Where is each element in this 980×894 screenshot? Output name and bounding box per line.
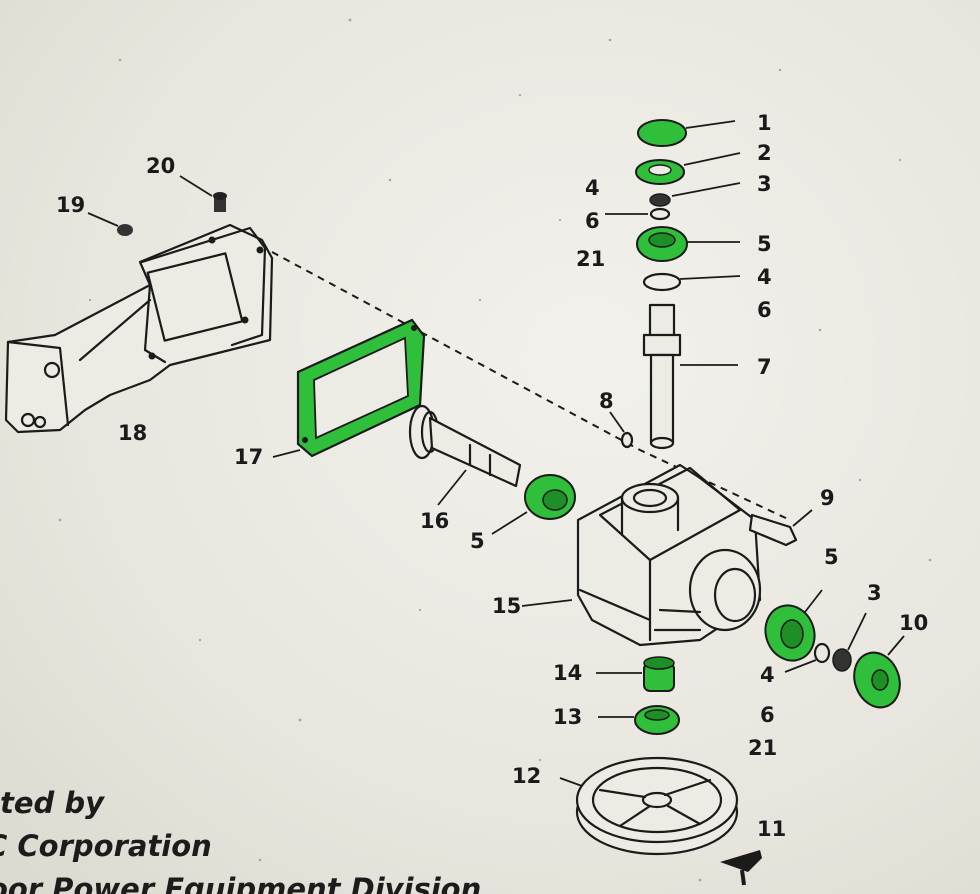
part-14-bushing — [596, 656, 675, 692]
label-10: 10 — [899, 611, 928, 635]
label-6: 6 — [585, 209, 600, 233]
label-16: 16 — [420, 509, 449, 533]
part-3-ring-top — [649, 182, 741, 207]
part-6-washer-top — [605, 207, 671, 221]
label-11: 11 — [757, 817, 786, 841]
part-17-gasket — [272, 318, 426, 458]
part-4-washer-top — [642, 272, 741, 292]
part-7-vertical-shaft — [642, 303, 738, 450]
part-18-housing-arm — [4, 223, 274, 434]
label-21c: 21 — [748, 736, 777, 760]
label-7: 7 — [757, 355, 772, 379]
label-1: 1 — [757, 111, 772, 135]
part-13-collar — [598, 705, 680, 735]
part-19-screw — [87, 212, 133, 236]
part-11-key — [720, 850, 762, 886]
label-17: 17 — [234, 445, 263, 469]
part-2-seal — [635, 152, 741, 185]
label-5c: 5 — [824, 545, 839, 569]
label-2: 2 — [757, 141, 772, 165]
credit-line-3: loor Power Equipment Division — [0, 872, 482, 894]
part-5-bearing-top — [636, 226, 740, 262]
part-labels: 1 2 3 4 5 6 21 4 6 7 8 9 5 3 10 4 6 21 1… — [56, 111, 928, 841]
part-12-pulley — [559, 756, 739, 856]
label-8: 8 — [599, 389, 614, 413]
part-5-bearing-left — [491, 474, 576, 535]
part-15-gearbox-housing — [521, 463, 762, 647]
label-20: 20 — [146, 154, 175, 178]
label-6c: 6 — [760, 703, 775, 727]
label-21: 21 — [576, 247, 605, 271]
label-4c: 4 — [760, 663, 775, 687]
label-5d: 5 — [470, 529, 485, 553]
credit-line-1: ted by — [0, 786, 105, 820]
label-9: 9 — [820, 486, 835, 510]
label-19: 19 — [56, 193, 85, 217]
label-6b: 6 — [757, 298, 772, 322]
part-3-ring-right — [832, 612, 867, 672]
part-8-pin — [609, 411, 634, 449]
label-12: 12 — [512, 764, 541, 788]
label-3c: 3 — [867, 581, 882, 605]
part-5-bearing-right — [764, 589, 823, 662]
label-13: 13 — [553, 705, 582, 729]
label-15: 15 — [492, 594, 521, 618]
part-4-washer-right — [784, 642, 831, 673]
part-10-seal — [853, 635, 905, 709]
label-14: 14 — [553, 661, 582, 685]
label-5: 5 — [757, 232, 772, 256]
part-1-cap — [637, 119, 736, 147]
credit-line-2: C Corporation — [0, 829, 212, 863]
part-20-fitting — [179, 175, 227, 212]
label-4: 4 — [585, 176, 600, 200]
label-3: 3 — [757, 172, 772, 196]
alignment-dashed-line — [271, 251, 791, 521]
label-18: 18 — [118, 421, 147, 445]
part-16-gear-shaft — [408, 404, 522, 506]
part-9-bolt — [748, 509, 813, 547]
label-4b: 4 — [757, 265, 772, 289]
paper-speckle — [58, 18, 932, 882]
